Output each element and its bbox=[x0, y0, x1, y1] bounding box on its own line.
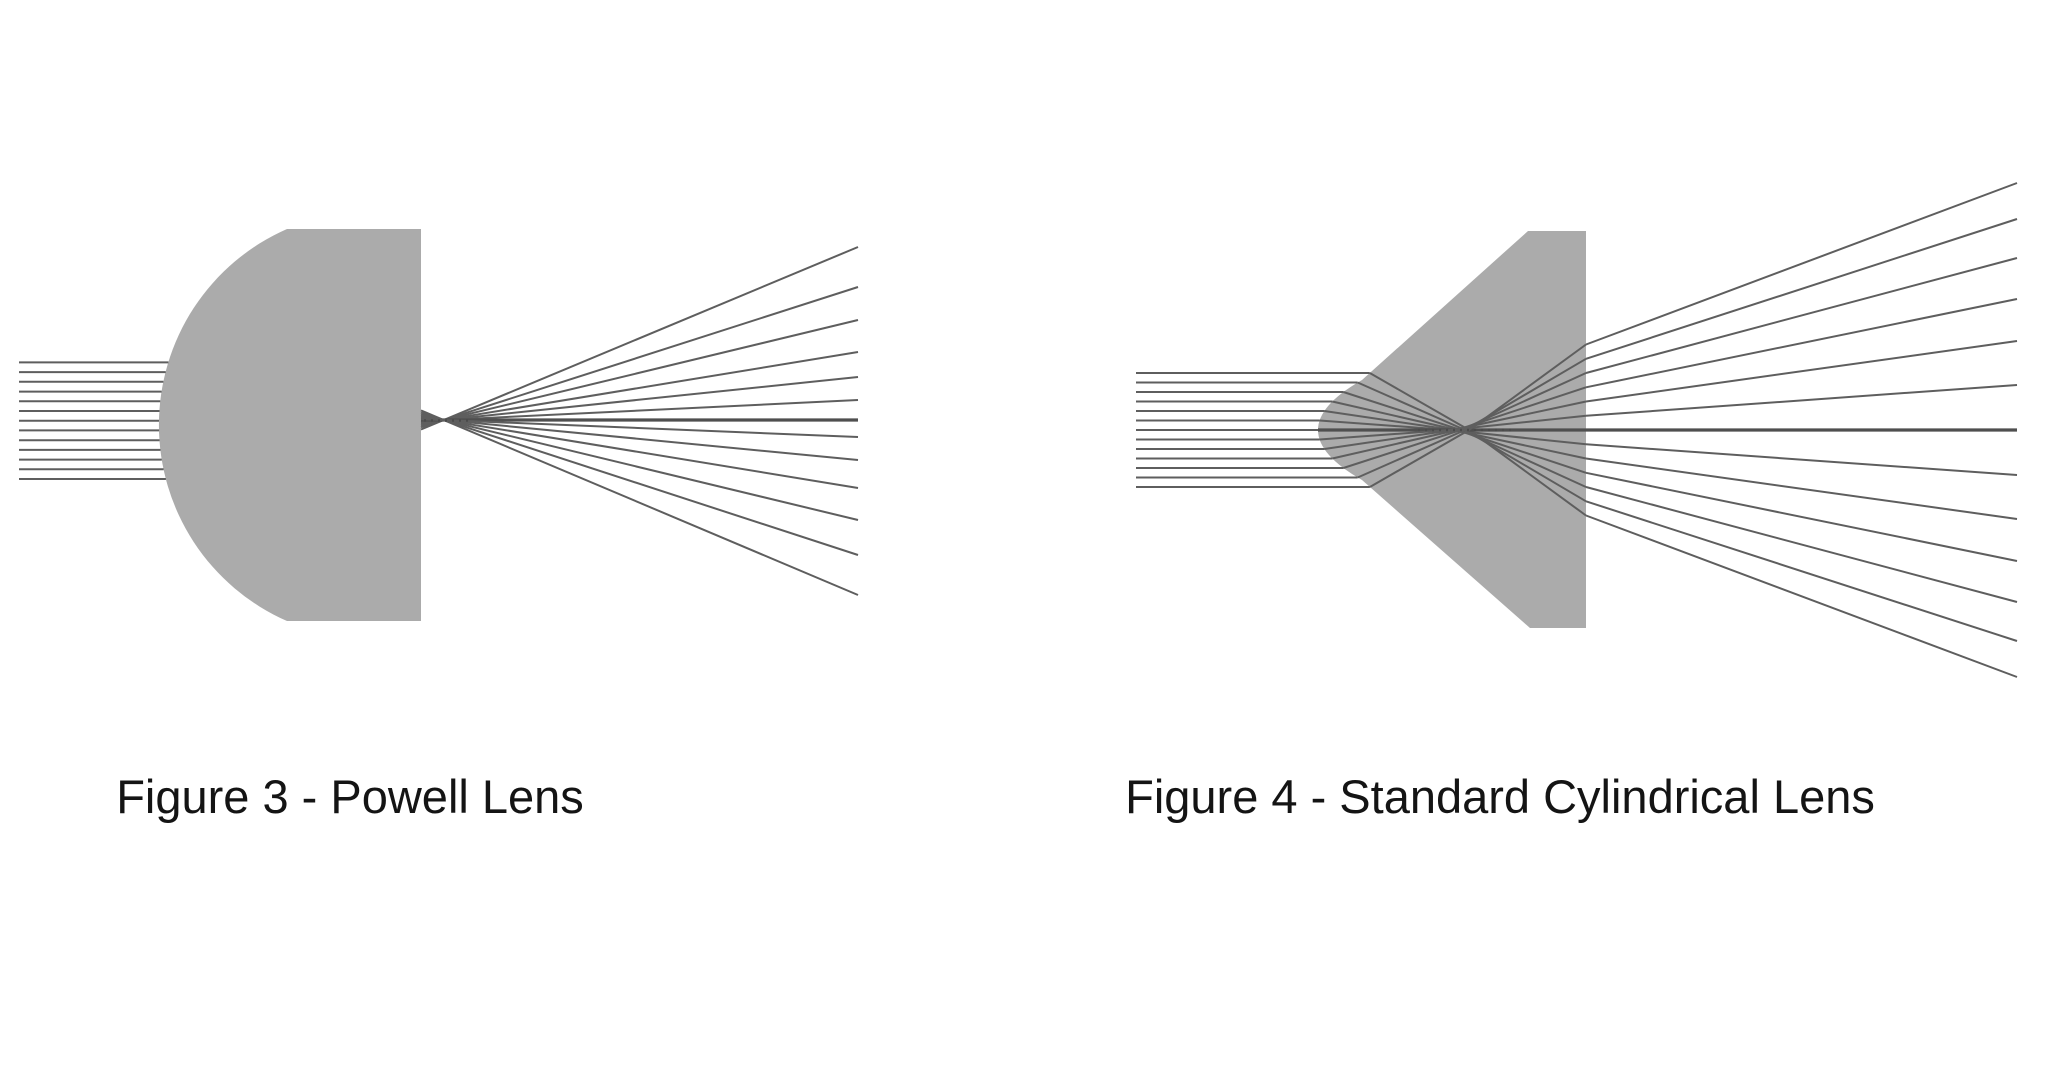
ray bbox=[420, 399, 859, 423]
ray bbox=[1585, 471, 2018, 562]
ray bbox=[420, 319, 859, 427]
cylindrical-caption: Figure 4 - Standard Cylindrical Lens bbox=[1125, 770, 1875, 823]
ray bbox=[420, 415, 859, 489]
ray bbox=[1585, 298, 2018, 389]
ray bbox=[1585, 182, 2018, 346]
ray bbox=[1332, 386, 1587, 460]
powell-caption: Figure 3 - Powell Lens bbox=[116, 770, 584, 823]
ray bbox=[420, 413, 859, 521]
ray bbox=[420, 246, 859, 431]
cylindrical-lens-figure: Figure 4 - Standard Cylindrical Lens bbox=[1125, 182, 2018, 823]
ray bbox=[1585, 514, 2018, 678]
ray bbox=[1585, 218, 2018, 360]
cylindrical-output-fan-rays bbox=[1585, 182, 2018, 678]
ray bbox=[1585, 457, 2018, 520]
ray bbox=[420, 416, 859, 461]
ray bbox=[420, 409, 859, 596]
ray bbox=[420, 376, 859, 424]
powell-lens-figure: Figure 3 - Powell Lens bbox=[19, 229, 859, 823]
ray bbox=[1585, 257, 2018, 374]
powell-input-rays bbox=[19, 361, 169, 480]
ray bbox=[1585, 486, 2018, 603]
ray bbox=[1357, 357, 1587, 479]
ray bbox=[420, 351, 859, 425]
powell-lens-shape bbox=[158, 229, 421, 621]
ray bbox=[1585, 500, 2018, 642]
ray bbox=[1585, 340, 2018, 403]
powell-output-fan-rays bbox=[420, 246, 859, 596]
ray bbox=[420, 411, 859, 556]
ray bbox=[1585, 384, 2018, 417]
ray bbox=[1585, 443, 2018, 476]
ray bbox=[420, 286, 859, 429]
ray bbox=[420, 418, 859, 438]
cylindrical-input-rays bbox=[1136, 372, 1370, 488]
